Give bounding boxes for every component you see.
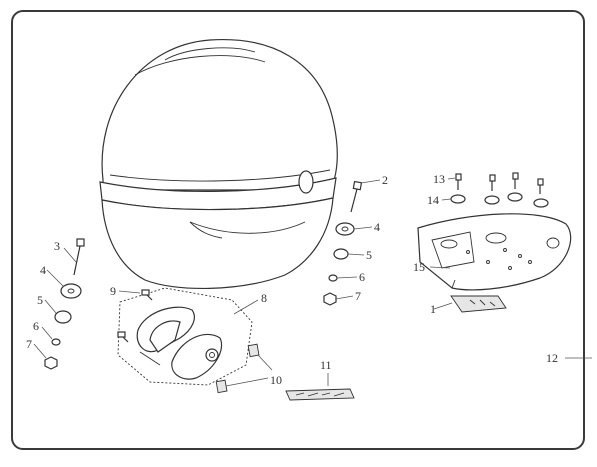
right-nut-7 (323, 292, 337, 306)
left-washer-6 (51, 338, 61, 346)
lock-assembly-8 (136, 306, 223, 380)
top-case-illustration (99, 38, 338, 290)
label-3: 3 (54, 239, 60, 253)
label-14: 14 (427, 193, 439, 207)
left-washer-4 (60, 283, 82, 299)
left-nut-7 (44, 356, 58, 370)
label-2: 2 (382, 173, 388, 187)
right-washer-6 (328, 274, 338, 282)
label-6b: 6 (33, 319, 39, 333)
right-washer-4 (335, 222, 355, 236)
label-7: 7 (355, 289, 361, 303)
label-9: 9 (110, 284, 116, 298)
label-15: 15 (413, 260, 425, 274)
left-washer-5 (54, 310, 72, 324)
bracket-1 (450, 295, 507, 313)
label-1: 1 (430, 302, 436, 316)
lock-assembly-outline (117, 287, 253, 386)
label-4b: 4 (40, 263, 46, 277)
plate-washers-14 (450, 192, 549, 208)
clip-10-lower (215, 379, 228, 394)
label-10: 10 (270, 373, 282, 387)
label-8: 8 (261, 291, 267, 305)
label-4: 4 (374, 220, 380, 234)
label-12: 12 (546, 351, 558, 365)
label-13: 13 (433, 172, 445, 186)
label-6: 6 (359, 270, 365, 284)
clip-10-upper (247, 343, 260, 358)
screw-9 (117, 289, 153, 343)
right-bolt-2 (350, 180, 363, 213)
plate-bolts-13 (455, 172, 544, 194)
leader-lines (33, 177, 592, 387)
base-plate-15 (417, 213, 572, 291)
callout-labels: 1 2 3 4 5 6 7 8 9 10 11 12 13 14 15 4 5 … (26, 172, 558, 387)
label-11: 11 (320, 358, 332, 372)
left-bolt-3 (73, 238, 85, 276)
diagram-frame (11, 10, 585, 450)
label-5: 5 (366, 248, 372, 262)
label-7b: 7 (26, 337, 32, 351)
emblem-11 (285, 388, 355, 401)
label-5b: 5 (37, 293, 43, 307)
right-washer-5 (333, 248, 349, 260)
